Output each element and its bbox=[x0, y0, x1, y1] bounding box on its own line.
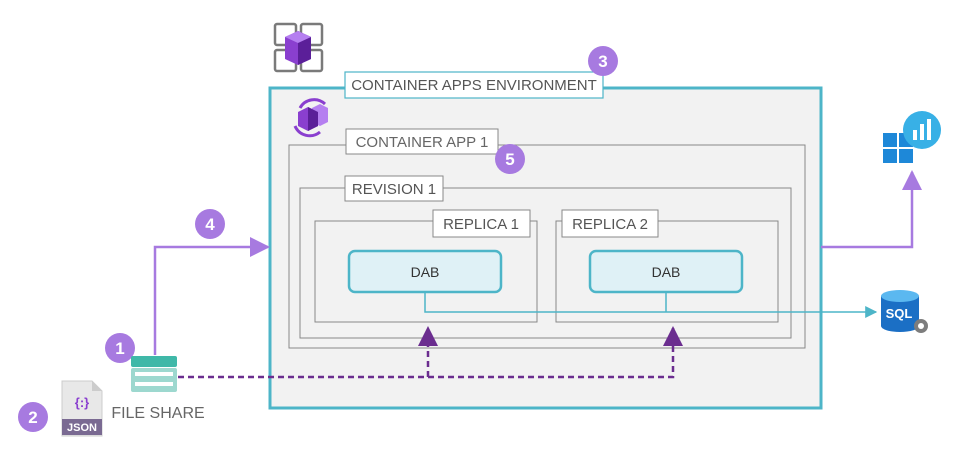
step-2-badge: 2 bbox=[18, 402, 48, 432]
container-app-icon bbox=[293, 98, 328, 138]
container-apps-environment-icon bbox=[273, 22, 324, 73]
dab-to-sql-connector bbox=[424, 292, 878, 318]
svg-text:{:}: {:} bbox=[75, 395, 89, 410]
replica-2-label: REPLICA 2 bbox=[572, 216, 648, 233]
replica-1-label: REPLICA 1 bbox=[443, 216, 519, 233]
dab-1-label: DAB bbox=[411, 264, 440, 280]
revision-label-box bbox=[344, 175, 444, 202]
svg-text:1: 1 bbox=[115, 339, 124, 358]
container-app-label-box bbox=[345, 128, 499, 155]
container-app-label: CONTAINER APP 1 bbox=[356, 134, 489, 151]
step-5-badge: 5 bbox=[495, 144, 525, 174]
sql-label: SQL bbox=[886, 306, 913, 321]
application-insights-icon bbox=[883, 111, 941, 163]
sql-database-icon: SQL bbox=[881, 290, 928, 333]
replica-2-label-box bbox=[561, 209, 659, 238]
file-share-label: FILE SHARE bbox=[111, 405, 204, 422]
environment-to-insights-connector bbox=[821, 170, 922, 249]
file-share-to-environment-connector bbox=[153, 237, 270, 355]
file-share-icon bbox=[131, 356, 177, 392]
step-1-badge: 1 bbox=[105, 333, 135, 363]
revision-label: REVISION 1 bbox=[352, 181, 436, 198]
environment-label-box bbox=[344, 71, 604, 99]
svg-text:4: 4 bbox=[205, 215, 215, 234]
svg-text:5: 5 bbox=[505, 150, 514, 169]
json-badge-label: JSON bbox=[67, 422, 97, 434]
step-3-badge: 3 bbox=[588, 46, 618, 76]
environment-label: CONTAINER APPS ENVIRONMENT bbox=[351, 77, 597, 94]
svg-text:2: 2 bbox=[28, 408, 37, 427]
json-file-icon: {:} JSON bbox=[61, 380, 103, 437]
step-4-badge: 4 bbox=[195, 209, 225, 239]
file-share-mount-connector bbox=[178, 326, 683, 379]
dab-2-label: DAB bbox=[652, 264, 681, 280]
svg-text:3: 3 bbox=[598, 52, 607, 71]
replica-1-label-box bbox=[432, 209, 531, 238]
